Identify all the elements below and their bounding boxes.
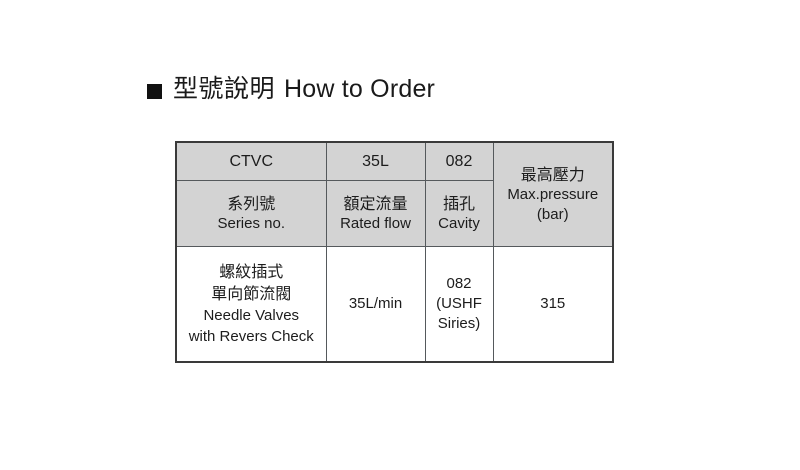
cell-value-series-description: 螺紋插式 單向節流閥 Needle Valves with Revers Che… bbox=[175, 246, 327, 363]
value-series-en-line1: Needle Valves bbox=[203, 307, 300, 324]
cell-value-max-pressure: 315 bbox=[492, 246, 614, 363]
cell-header-cavity: 插孔 Cavity bbox=[424, 180, 494, 247]
table-row-code: CTVC 35L 082 最高壓力 Max.pressure (bar) bbox=[175, 141, 614, 247]
page-title-cjk: 型號說明 bbox=[173, 74, 276, 103]
value-cavity-line1: 082 bbox=[446, 275, 472, 292]
header-rated-flow-en: Rated flow bbox=[340, 215, 411, 232]
cell-header-series-no: 系列號 Series no. bbox=[175, 180, 327, 247]
value-series-cjk-line1: 螺紋插式 bbox=[219, 262, 284, 281]
cell-header-max-pressure: 最高壓力 Max.pressure (bar) bbox=[492, 141, 614, 247]
value-cavity-line2: (USHF bbox=[436, 295, 482, 312]
header-series-no-cjk: 系列號 bbox=[227, 194, 276, 213]
cell-code-rated-flow: 35L bbox=[325, 141, 426, 181]
page-title: 型號說明 How to Order bbox=[147, 74, 435, 104]
table-row-values: 螺紋插式 單向節流閥 Needle Valves with Revers Che… bbox=[175, 246, 614, 363]
header-series-no-en: Series no. bbox=[217, 215, 286, 232]
square-bullet-icon bbox=[147, 83, 162, 99]
value-series-en-line2: with Revers Check bbox=[188, 328, 314, 345]
table-row-header-labels: 系列號 Series no. 額定流量 Rated flow 插孔 Cavity bbox=[175, 180, 613, 247]
header-max-pressure-unit: (bar) bbox=[536, 206, 569, 223]
header-rated-flow-cjk: 額定流量 bbox=[343, 194, 408, 213]
cell-code-series-no: CTVC bbox=[175, 141, 327, 181]
value-series-cjk-line2: 單向節流閥 bbox=[211, 284, 292, 303]
value-cavity-line3: Siries) bbox=[437, 315, 481, 332]
order-code-table-wrapper: CTVC 35L 082 最高壓力 Max.pressure (bar) 系列號… bbox=[175, 141, 614, 363]
cell-header-rated-flow: 額定流量 Rated flow bbox=[325, 180, 426, 247]
page-title-text: 型號說明 How to Order bbox=[173, 74, 435, 104]
cell-value-rated-flow: 35L/min bbox=[325, 246, 426, 363]
cell-code-cavity: 082 bbox=[424, 141, 494, 181]
header-cavity-en: Cavity bbox=[438, 215, 480, 232]
order-code-table: CTVC 35L 082 最高壓力 Max.pressure (bar) 系列號… bbox=[175, 141, 614, 363]
header-max-pressure-en: Max.pressure bbox=[507, 186, 599, 203]
cell-value-cavity: 082 (USHF Siries) bbox=[424, 246, 494, 363]
header-cavity-cjk: 插孔 bbox=[442, 194, 475, 213]
header-max-pressure-cjk: 最高壓力 bbox=[520, 165, 585, 184]
page-title-en: How to Order bbox=[284, 75, 436, 103]
